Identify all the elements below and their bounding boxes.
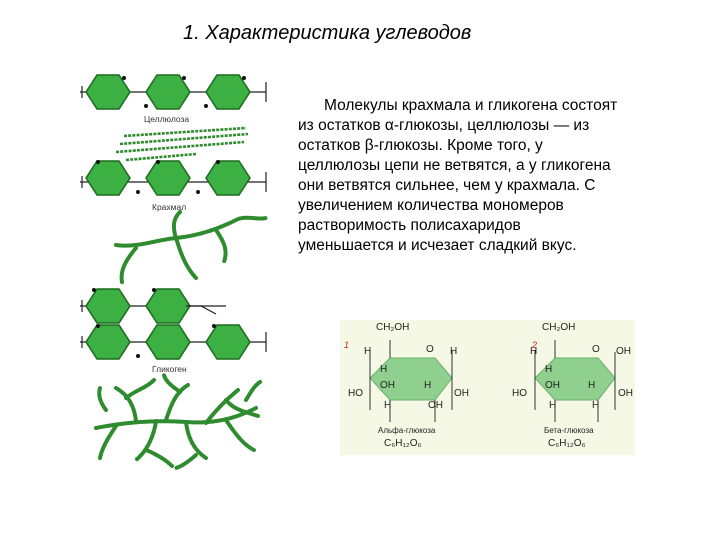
alpha-h-center: H — [424, 380, 432, 391]
beta-number: 2 — [532, 340, 538, 350]
alpha-number: 1 — [344, 340, 350, 350]
alpha-ring-o: O — [426, 344, 434, 355]
para-line-5: они ветвятся сильнее, чем у крахмала. С — [298, 177, 596, 194]
polysaccharide-illustration: Целлюлоза Крахмал — [80, 74, 268, 470]
beta-ring-o: O — [592, 344, 600, 355]
beta-h-top-left: H — [530, 346, 538, 357]
para-line-7: растворимость полисахаридов — [298, 217, 521, 234]
cellulose-strands — [115, 126, 249, 162]
alpha-formula: C₆H₁₂O₆ — [384, 438, 422, 449]
beta-h-bottom-left: H — [549, 400, 557, 411]
alpha-ho-left: HO — [348, 388, 363, 399]
starch-branches — [114, 210, 268, 284]
alpha-oh-bottom-right: OH — [428, 400, 443, 411]
para-line-8: уменьшается и исчезает сладкий вкус. — [298, 237, 577, 254]
alpha-h-top-left: H — [364, 346, 372, 357]
glycogen-label: Гликоген — [152, 364, 187, 374]
cellulose-label: Целлюлоза — [144, 114, 189, 124]
beta-ho-left: HO — [512, 388, 527, 399]
alpha-oh-right: OH — [454, 388, 469, 399]
glucose-rings — [369, 340, 616, 422]
slide-title: 1. Характеристика углеводов — [183, 22, 472, 44]
para-line-4: целлюлозы цепи не ветвятся, а у гликоген… — [298, 157, 611, 174]
glycogen-tree — [94, 373, 262, 470]
alpha-h-top-right: H — [450, 346, 458, 357]
para-line-6: увеличением количества мономеров — [298, 197, 564, 214]
cellulose-chain — [80, 74, 267, 110]
para-line-3: остатков β-глюкозы. Кроме того, у — [298, 137, 543, 154]
alpha-h-bottom-left: H — [384, 400, 392, 411]
para-line-1: Молекулы крахмала и гликогена состоят — [324, 97, 618, 114]
beta-oh-center: OH — [545, 380, 560, 391]
beta-name: Бета-глюкоза — [544, 426, 594, 435]
starch-chain — [80, 160, 267, 196]
alpha-ch2oh: CH₂OH — [376, 322, 410, 333]
beta-h-center: H — [588, 380, 596, 391]
beta-ch2oh: CH₂OH — [542, 322, 576, 333]
alpha-name: Альфа-глюкоза — [378, 426, 436, 435]
beta-oh-right: OH — [618, 388, 633, 399]
beta-oh-top-right: OH — [616, 346, 631, 357]
beta-h-inner: H — [545, 364, 553, 375]
beta-formula: C₆H₁₂O₆ — [548, 438, 586, 449]
glycogen-chain — [80, 288, 267, 360]
starch-label: Крахмал — [152, 202, 186, 212]
para-line-2: из остатков α-глюкозы, целлюлозы — из — [298, 117, 590, 134]
beta-h-bottom-right: H — [592, 400, 600, 411]
alpha-oh-center: OH — [380, 380, 395, 391]
alpha-h-inner: H — [380, 364, 388, 375]
description-paragraph: Молекулы крахмала и гликогена состоят из… — [298, 96, 678, 256]
glucose-structures-panel: 1 CH₂OH H O H H HO OH H OH H OH Альфа-гл… — [340, 320, 635, 455]
